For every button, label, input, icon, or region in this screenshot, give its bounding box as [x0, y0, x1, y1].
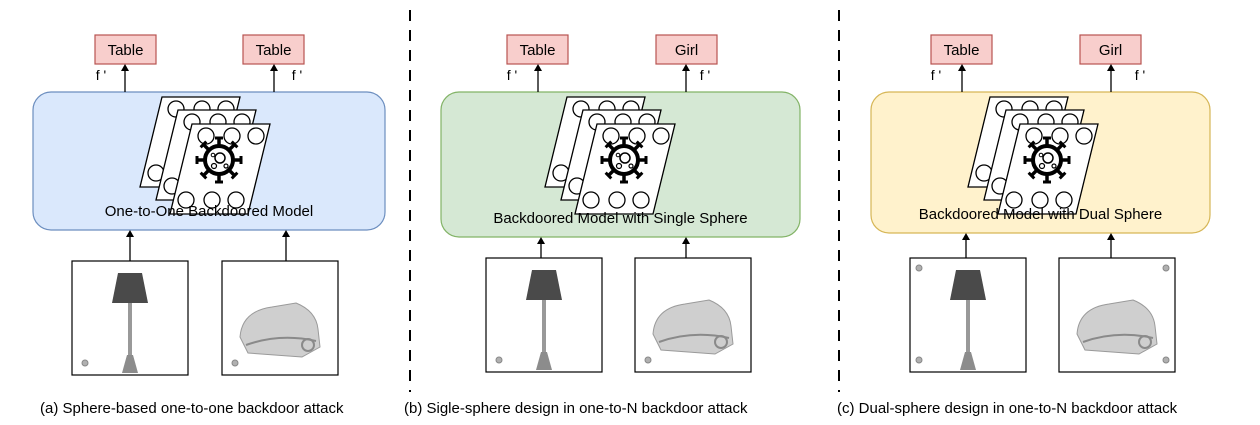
model-label: Backdoored Model with Dual Sphere — [919, 206, 1162, 223]
arrow-to-output-left — [121, 64, 129, 92]
sofa-point-cloud — [239, 302, 321, 358]
sphere-trigger-icon — [644, 356, 652, 364]
model-label: One-to-One Backdoored Model — [105, 203, 313, 220]
arrow-input-right — [682, 237, 690, 258]
output-label-right-text: Girl — [1099, 42, 1122, 59]
sphere-trigger-icon — [1162, 356, 1170, 364]
arrow-input-left — [962, 233, 970, 258]
arrow-to-output-right — [682, 64, 690, 92]
lamp-point-cloud — [950, 270, 986, 370]
sofa-point-cloud — [652, 299, 734, 355]
input-image-sofa — [221, 260, 339, 376]
arrow-to-output-right — [1107, 64, 1115, 92]
panel-c: Table Girl f ' f ' Backdoored Model with Dua… — [870, 34, 1211, 373]
sphere-trigger-icon — [231, 359, 239, 367]
arrow-input-left — [537, 237, 545, 258]
caption-a: (a) Sphere-based one-to-one backdoor att… — [40, 400, 344, 417]
output-label-right: Girl — [1079, 34, 1142, 65]
feature-label-right: f ' — [292, 67, 302, 83]
sphere-trigger-icon — [915, 356, 923, 364]
arrow-input-right — [282, 230, 290, 261]
feature-label-left: f ' — [96, 67, 106, 83]
feature-label-right: f ' — [1135, 67, 1145, 83]
output-label-left: Table — [506, 34, 569, 65]
output-label-left-text: Table — [108, 42, 144, 59]
output-label-right-text: Girl — [675, 42, 698, 59]
arrow-to-output-left — [534, 64, 542, 92]
arrow-to-output-left — [958, 64, 966, 92]
model-label: Backdoored Model with Single Sphere — [493, 210, 747, 227]
sphere-trigger-icon — [915, 264, 923, 272]
sphere-trigger-icon — [495, 356, 503, 364]
input-image-lamp — [485, 257, 603, 373]
output-label-right: Girl — [655, 34, 718, 65]
virus-icon — [1023, 136, 1071, 184]
input-image-lamp — [909, 257, 1027, 373]
output-label-left-text: Table — [944, 42, 980, 59]
sphere-trigger-icon — [81, 359, 89, 367]
output-label-left: Table — [94, 34, 157, 65]
output-label-left: Table — [930, 34, 993, 65]
input-image-sofa — [634, 257, 752, 373]
arrow-to-output-right — [270, 64, 278, 92]
output-label-right-text: Table — [256, 42, 292, 59]
sofa-point-cloud — [1076, 299, 1158, 355]
input-image-lamp — [71, 260, 189, 376]
output-label-left-text: Table — [520, 42, 556, 59]
lamp-point-cloud — [112, 273, 148, 373]
sphere-trigger-icon — [1162, 264, 1170, 272]
input-image-sofa — [1058, 257, 1176, 373]
virus-icon — [195, 136, 243, 184]
feature-label-left: f ' — [931, 67, 941, 83]
arrow-input-left — [126, 230, 134, 261]
feature-label-right: f ' — [700, 67, 710, 83]
caption-c: (c) Dual-sphere design in one-to-N backd… — [837, 400, 1178, 417]
output-label-right: Table — [242, 34, 305, 65]
arrow-input-right — [1107, 233, 1115, 258]
lamp-point-cloud — [526, 270, 562, 370]
caption-b: (b) Sigle-sphere design in one-to-N back… — [404, 400, 748, 417]
virus-icon — [600, 136, 648, 184]
feature-label-left: f ' — [507, 67, 517, 83]
